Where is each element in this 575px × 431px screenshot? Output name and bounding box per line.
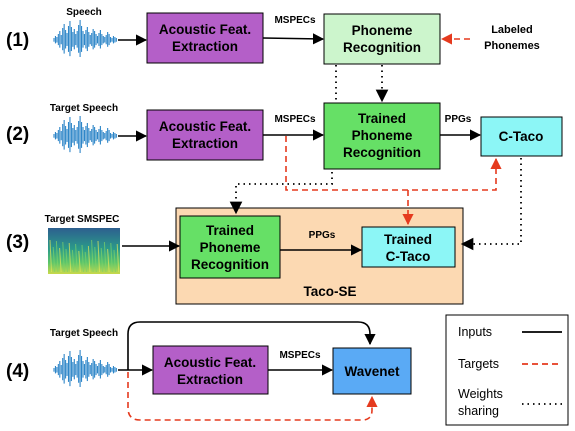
svg-text:Recognition: Recognition — [343, 40, 421, 55]
svg-text:Extraction: Extraction — [177, 372, 243, 387]
input-label-target-speech: Target Speech — [50, 103, 118, 114]
svg-text:Phoneme: Phoneme — [352, 128, 413, 143]
edge-label: MSPECs — [274, 15, 316, 26]
svg-text:Acoustic Feat.: Acoustic Feat. — [159, 22, 251, 37]
taco-se-label: Taco-SE — [303, 284, 356, 299]
svg-text:C-Taco: C-Taco — [499, 129, 544, 144]
svg-text:Phoneme: Phoneme — [200, 240, 261, 255]
svg-text:Extraction: Extraction — [172, 136, 238, 151]
legend-weights-label: Weights — [458, 387, 503, 401]
input-label-target-speech: Target Speech — [50, 328, 118, 339]
svg-text:Trained: Trained — [206, 223, 254, 238]
waveform-icon — [53, 116, 117, 153]
legend: Inputs Targets Weights sharing — [445, 314, 569, 426]
input-label-speech: Speech — [66, 7, 102, 18]
waveform-icon — [53, 350, 117, 387]
edge-label: PPGs — [445, 114, 472, 125]
svg-text:Acoustic Feat.: Acoustic Feat. — [164, 355, 256, 370]
legend-inputs-label: Inputs — [458, 325, 492, 339]
acoustic-feature-extraction-box: Acoustic Feat. Extraction — [152, 345, 269, 395]
trained-c-taco-box: Trained C-Taco — [361, 226, 456, 268]
svg-text:Phoneme: Phoneme — [352, 23, 413, 38]
weights-sharing-link — [460, 158, 522, 251]
step-number: (4) — [6, 361, 29, 382]
edge-label: MSPECs — [279, 350, 321, 361]
trained-phoneme-recognition-box: Trained Phoneme Recognition — [323, 102, 441, 170]
acoustic-feature-extraction-box: Acoustic Feat. Extraction — [146, 12, 264, 64]
svg-text:Acoustic Feat.: Acoustic Feat. — [159, 119, 251, 134]
svg-text:Recognition: Recognition — [343, 145, 421, 160]
acoustic-feature-extraction-box: Acoustic Feat. Extraction — [146, 109, 264, 161]
spectrogram-icon — [48, 228, 120, 274]
wavenet-box: Wavenet — [332, 347, 412, 395]
target-arrow — [127, 372, 378, 421]
legend-weights-label: sharing — [458, 404, 499, 418]
svg-text:Extraction: Extraction — [172, 39, 238, 54]
svg-text:Wavenet: Wavenet — [344, 364, 400, 379]
labeled-phonemes-label: Labeled — [491, 24, 533, 36]
edge-label: PPGs — [309, 230, 336, 241]
svg-text:Trained: Trained — [384, 232, 432, 247]
labeled-phonemes-label: Phonemes — [484, 40, 540, 52]
trained-phoneme-recognition-box: Trained Phoneme Recognition — [179, 215, 281, 279]
legend-targets-label: Targets — [458, 357, 499, 371]
input-label-target-smspec: Target SMSPEC — [45, 214, 120, 225]
weights-sharing-link — [229, 172, 333, 215]
step-number: (3) — [6, 232, 29, 253]
svg-text:C-Taco: C-Taco — [386, 249, 431, 264]
step-number: (1) — [6, 30, 29, 51]
svg-text:Trained: Trained — [358, 111, 406, 126]
arrow — [262, 33, 325, 45]
svg-text:Recognition: Recognition — [191, 257, 269, 272]
edge-label: MSPECs — [274, 114, 316, 125]
step-number: (2) — [6, 124, 29, 145]
waveform-icon — [53, 20, 117, 57]
c-taco-box: C-Taco — [480, 116, 563, 157]
input-bypass-arrow — [127, 321, 376, 370]
phoneme-recognition-box: Phoneme Recognition — [323, 13, 441, 65]
